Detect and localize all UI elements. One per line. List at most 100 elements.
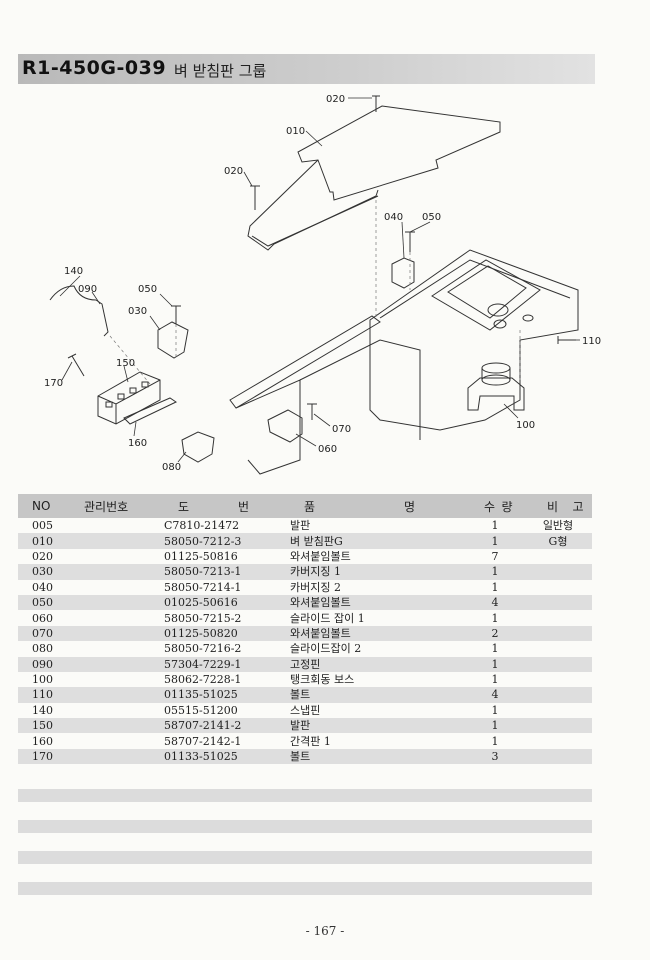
cell-remark [524,548,592,565]
cell-remark [524,748,592,765]
cell-no: 020 [18,548,84,565]
cell-drawing-number: 01133-51025 [164,748,290,765]
cell-drawing-number: 58707-2141-2 [164,718,290,734]
cell-management-number [84,702,164,719]
cell-quantity: 4 [466,687,524,703]
cell-management-number [84,533,164,549]
cell-quantity: 4 [466,594,524,611]
cell-no: 160 [18,733,84,749]
callout: 100 [516,420,535,431]
cell-no: 090 [18,656,84,672]
cell-drawing-number: 58062-7228-1 [164,671,290,688]
callout: 030 [128,306,147,317]
cell-no: 010 [18,533,84,549]
empty-row [18,820,592,833]
cell-part-name: 카버지징 2 [290,579,466,595]
cell-management-number [84,518,164,534]
cell-management-number [84,548,164,565]
cell-remark [524,733,592,749]
cell-drawing-number: 58050-7213-1 [164,564,290,580]
col-management-number: 관리번호 [84,494,164,518]
cell-management-number [84,594,164,611]
cell-quantity: 1 [466,671,524,688]
col-no: NO [18,494,84,518]
cell-remark: G형 [524,533,592,549]
cell-remark [524,564,592,580]
cell-quantity: 1 [466,533,524,549]
cell-no: 040 [18,579,84,595]
bracket-040 [391,257,415,289]
cell-no: 100 [18,671,84,688]
cell-management-number [84,610,164,626]
snap-pin-140 [49,285,97,301]
cell-no: 150 [18,718,84,734]
cell-part-name: 슬라이드 잡이 1 [290,610,466,626]
cell-quantity: 1 [466,718,524,734]
plate-010-edge [247,159,379,251]
cell-no: 140 [18,702,84,719]
cell-remark [524,641,592,657]
cell-management-number [84,564,164,580]
boss-100 [467,377,525,411]
empty-row [18,882,592,895]
cell-no: 050 [18,594,84,611]
exploded-parts-diagram: 020 010 020 040 050 140 090 050 030 110 … [44,94,601,475]
cell-remark [524,625,592,642]
cell-no: 060 [18,610,84,626]
plate-010 [297,105,501,201]
cell-quantity: 1 [466,656,524,672]
empty-row [18,851,592,864]
cell-management-number [84,718,164,734]
cell-drawing-number: 58707-2142-1 [164,733,290,749]
cell-quantity: 3 [466,748,524,765]
slide-holder-060 [267,409,303,443]
cell-quantity: 1 [466,564,524,580]
cell-drawing-number: 01135-51025 [164,687,290,703]
cell-quantity: 1 [466,641,524,657]
cell-remark: 일반형 [524,518,592,534]
cell-drawing-number: 01125-50820 [164,625,290,642]
cell-quantity: 1 [466,733,524,749]
callout: 150 [116,358,135,369]
callout: 060 [318,444,337,455]
cell-quantity: 1 [466,610,524,626]
cell-drawing-number: C7810-21472 [164,518,290,534]
cell-remark [524,656,592,672]
cell-management-number [84,579,164,595]
cell-no: 070 [18,625,84,642]
callout: 010 [286,126,305,137]
group-name: 벼 받침판 그룹 [174,62,267,80]
cell-part-name: 고정핀 [290,656,466,672]
cell-part-name: 와셔붙임볼트 [290,594,466,611]
callout: 050 [138,284,157,295]
cell-part-name: 와셔붙임볼트 [290,548,466,565]
cell-no: 170 [18,748,84,765]
cell-part-name: 슬라이드잡이 2 [290,641,466,657]
step-150 [97,371,161,425]
cell-drawing-number: 58050-7215-2 [164,610,290,626]
callout: 040 [384,212,403,223]
cell-no: 080 [18,641,84,657]
cell-drawing-number: 58050-7214-1 [164,579,290,595]
cell-remark [524,687,592,703]
empty-rows [18,789,592,913]
callout: 140 [64,266,83,277]
cell-remark [524,579,592,595]
cell-management-number [84,656,164,672]
cell-drawing-number: 58050-7212-3 [164,533,290,549]
cell-management-number [84,748,164,765]
group-code: R1-450G-039 [22,57,167,79]
